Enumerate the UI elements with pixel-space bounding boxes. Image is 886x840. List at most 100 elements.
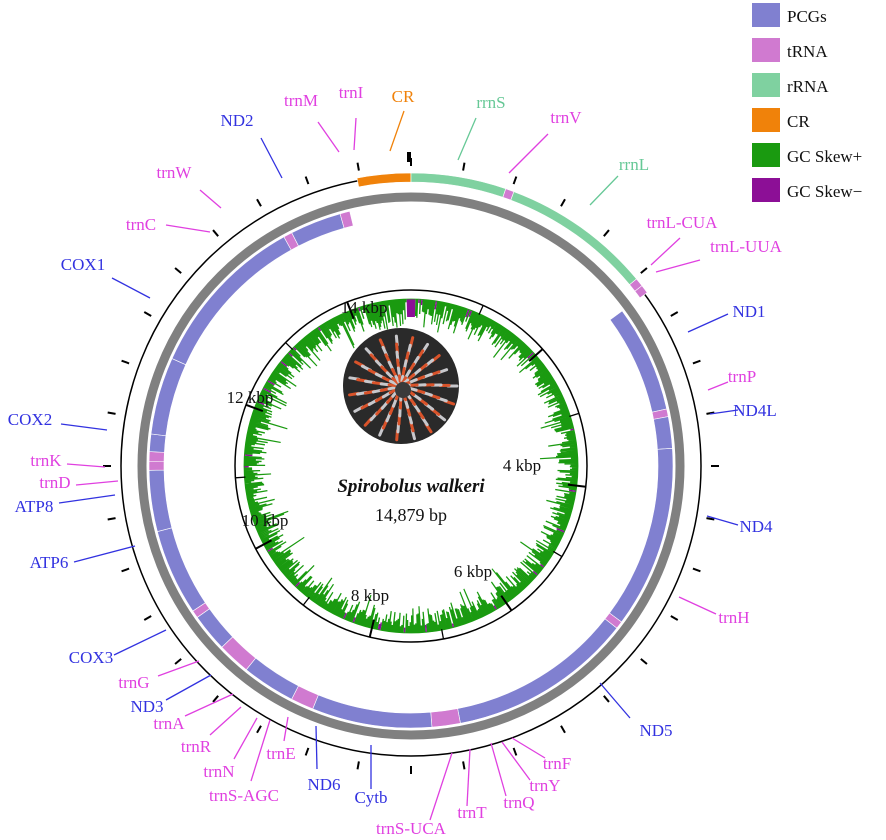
leader-line bbox=[250, 719, 271, 782]
scale-tick bbox=[552, 550, 563, 558]
scale-label: 6 kbp bbox=[454, 562, 492, 581]
gc-skew-track bbox=[243, 298, 579, 634]
scale-tick bbox=[440, 629, 445, 640]
gene-label: trnA bbox=[153, 714, 185, 733]
scale-label: 10 kbp bbox=[242, 511, 289, 530]
outer-tick bbox=[212, 229, 219, 237]
scale-label: 14 kbp bbox=[341, 298, 388, 317]
leader-line bbox=[165, 674, 212, 701]
gene-label: trnT bbox=[457, 803, 487, 822]
outer-tick bbox=[174, 267, 182, 274]
leader-line bbox=[687, 313, 729, 333]
outer-tick bbox=[560, 725, 566, 734]
scale-label: 4 kbp bbox=[503, 456, 541, 475]
millipede-illustration bbox=[343, 328, 459, 444]
gene-label: trnV bbox=[550, 108, 582, 127]
outer-tick bbox=[304, 176, 310, 185]
leader-line bbox=[389, 110, 405, 152]
scale-tick bbox=[500, 595, 513, 612]
legend-label: CR bbox=[787, 112, 810, 131]
legend-swatch bbox=[752, 73, 780, 97]
outer-tick bbox=[107, 411, 116, 415]
leader-line bbox=[466, 748, 471, 807]
scale-tick bbox=[368, 619, 375, 638]
gene-label: trnH bbox=[718, 608, 749, 627]
leader-line bbox=[599, 682, 631, 719]
leader-line bbox=[429, 752, 453, 821]
outer-tick bbox=[512, 747, 518, 756]
gene-arc bbox=[653, 416, 673, 450]
gene-label: trnQ bbox=[503, 793, 534, 812]
outer-tick bbox=[692, 567, 701, 573]
legend-label: tRNA bbox=[787, 42, 828, 61]
leader-line bbox=[233, 717, 258, 760]
legend-label: GC Skew− bbox=[787, 182, 862, 201]
leader-line bbox=[317, 121, 340, 153]
legend-swatch bbox=[752, 108, 780, 132]
leader-line bbox=[707, 381, 729, 391]
gene-label: CR bbox=[392, 87, 415, 106]
scale-tick bbox=[346, 301, 355, 320]
gene-arc bbox=[339, 210, 354, 229]
gene-arc bbox=[634, 285, 648, 299]
leader-line bbox=[199, 189, 222, 209]
coil-segments bbox=[348, 334, 459, 442]
gene-rings bbox=[103, 158, 719, 774]
outer-tick bbox=[706, 411, 715, 415]
gene-label: trnF bbox=[543, 754, 571, 773]
legend-label: GC Skew+ bbox=[787, 147, 862, 166]
gene-label: trnW bbox=[157, 163, 193, 182]
gene-label: trnP bbox=[728, 367, 756, 386]
legend-swatch bbox=[752, 38, 780, 62]
gene-label: trnN bbox=[203, 762, 234, 781]
leader-line bbox=[508, 133, 549, 174]
scale-label: 12 kbp bbox=[227, 388, 274, 407]
gene-label: Cytb bbox=[354, 788, 387, 807]
gene-label: trnL-CUA bbox=[647, 213, 719, 232]
outer-tick bbox=[304, 747, 310, 756]
gene-label: trnL-UUA bbox=[710, 237, 782, 256]
outer-tick bbox=[670, 615, 679, 621]
leader-line bbox=[283, 716, 289, 742]
gene-label: rrnS bbox=[476, 93, 505, 112]
leader-line bbox=[73, 545, 136, 563]
outer-tick bbox=[212, 695, 219, 703]
scale-label: 8 kbp bbox=[351, 586, 389, 605]
leader-line bbox=[490, 742, 507, 797]
gene-label: trnE bbox=[266, 744, 295, 763]
scale-circle bbox=[234, 289, 588, 643]
gene-label: ND4L bbox=[733, 401, 776, 420]
gene-arc bbox=[171, 236, 292, 366]
outer-tick bbox=[143, 615, 152, 621]
gene-label: ND3 bbox=[130, 697, 163, 716]
leader-line bbox=[165, 224, 211, 233]
scale-tick bbox=[478, 305, 484, 315]
gene-label: trnR bbox=[181, 737, 212, 756]
legend-label: PCGs bbox=[787, 7, 827, 26]
gene-label: ND5 bbox=[639, 721, 672, 740]
leader-line bbox=[209, 706, 242, 736]
scale-tick bbox=[285, 342, 294, 351]
gene-arc bbox=[148, 461, 165, 471]
gene-arc bbox=[149, 433, 167, 453]
scale-tick bbox=[245, 403, 264, 413]
outer-tick bbox=[560, 198, 566, 207]
outer-tick bbox=[121, 567, 130, 573]
gene-label: ATP6 bbox=[30, 553, 69, 572]
outer-tick bbox=[603, 229, 610, 237]
backbone-circle bbox=[137, 192, 685, 740]
leader-line bbox=[589, 175, 619, 206]
outer-tick bbox=[706, 517, 715, 521]
outer-tick bbox=[356, 761, 360, 770]
leader-line bbox=[260, 137, 283, 179]
leader-line bbox=[501, 741, 531, 781]
leader-line bbox=[60, 423, 108, 431]
outer-tick bbox=[640, 658, 648, 665]
coil-head bbox=[395, 382, 411, 398]
gene-label: ND2 bbox=[220, 111, 253, 130]
gene-label: ATP8 bbox=[15, 497, 54, 516]
outer-tick bbox=[462, 162, 466, 171]
leader-line bbox=[353, 117, 357, 151]
gene-label: trnC bbox=[126, 215, 156, 234]
